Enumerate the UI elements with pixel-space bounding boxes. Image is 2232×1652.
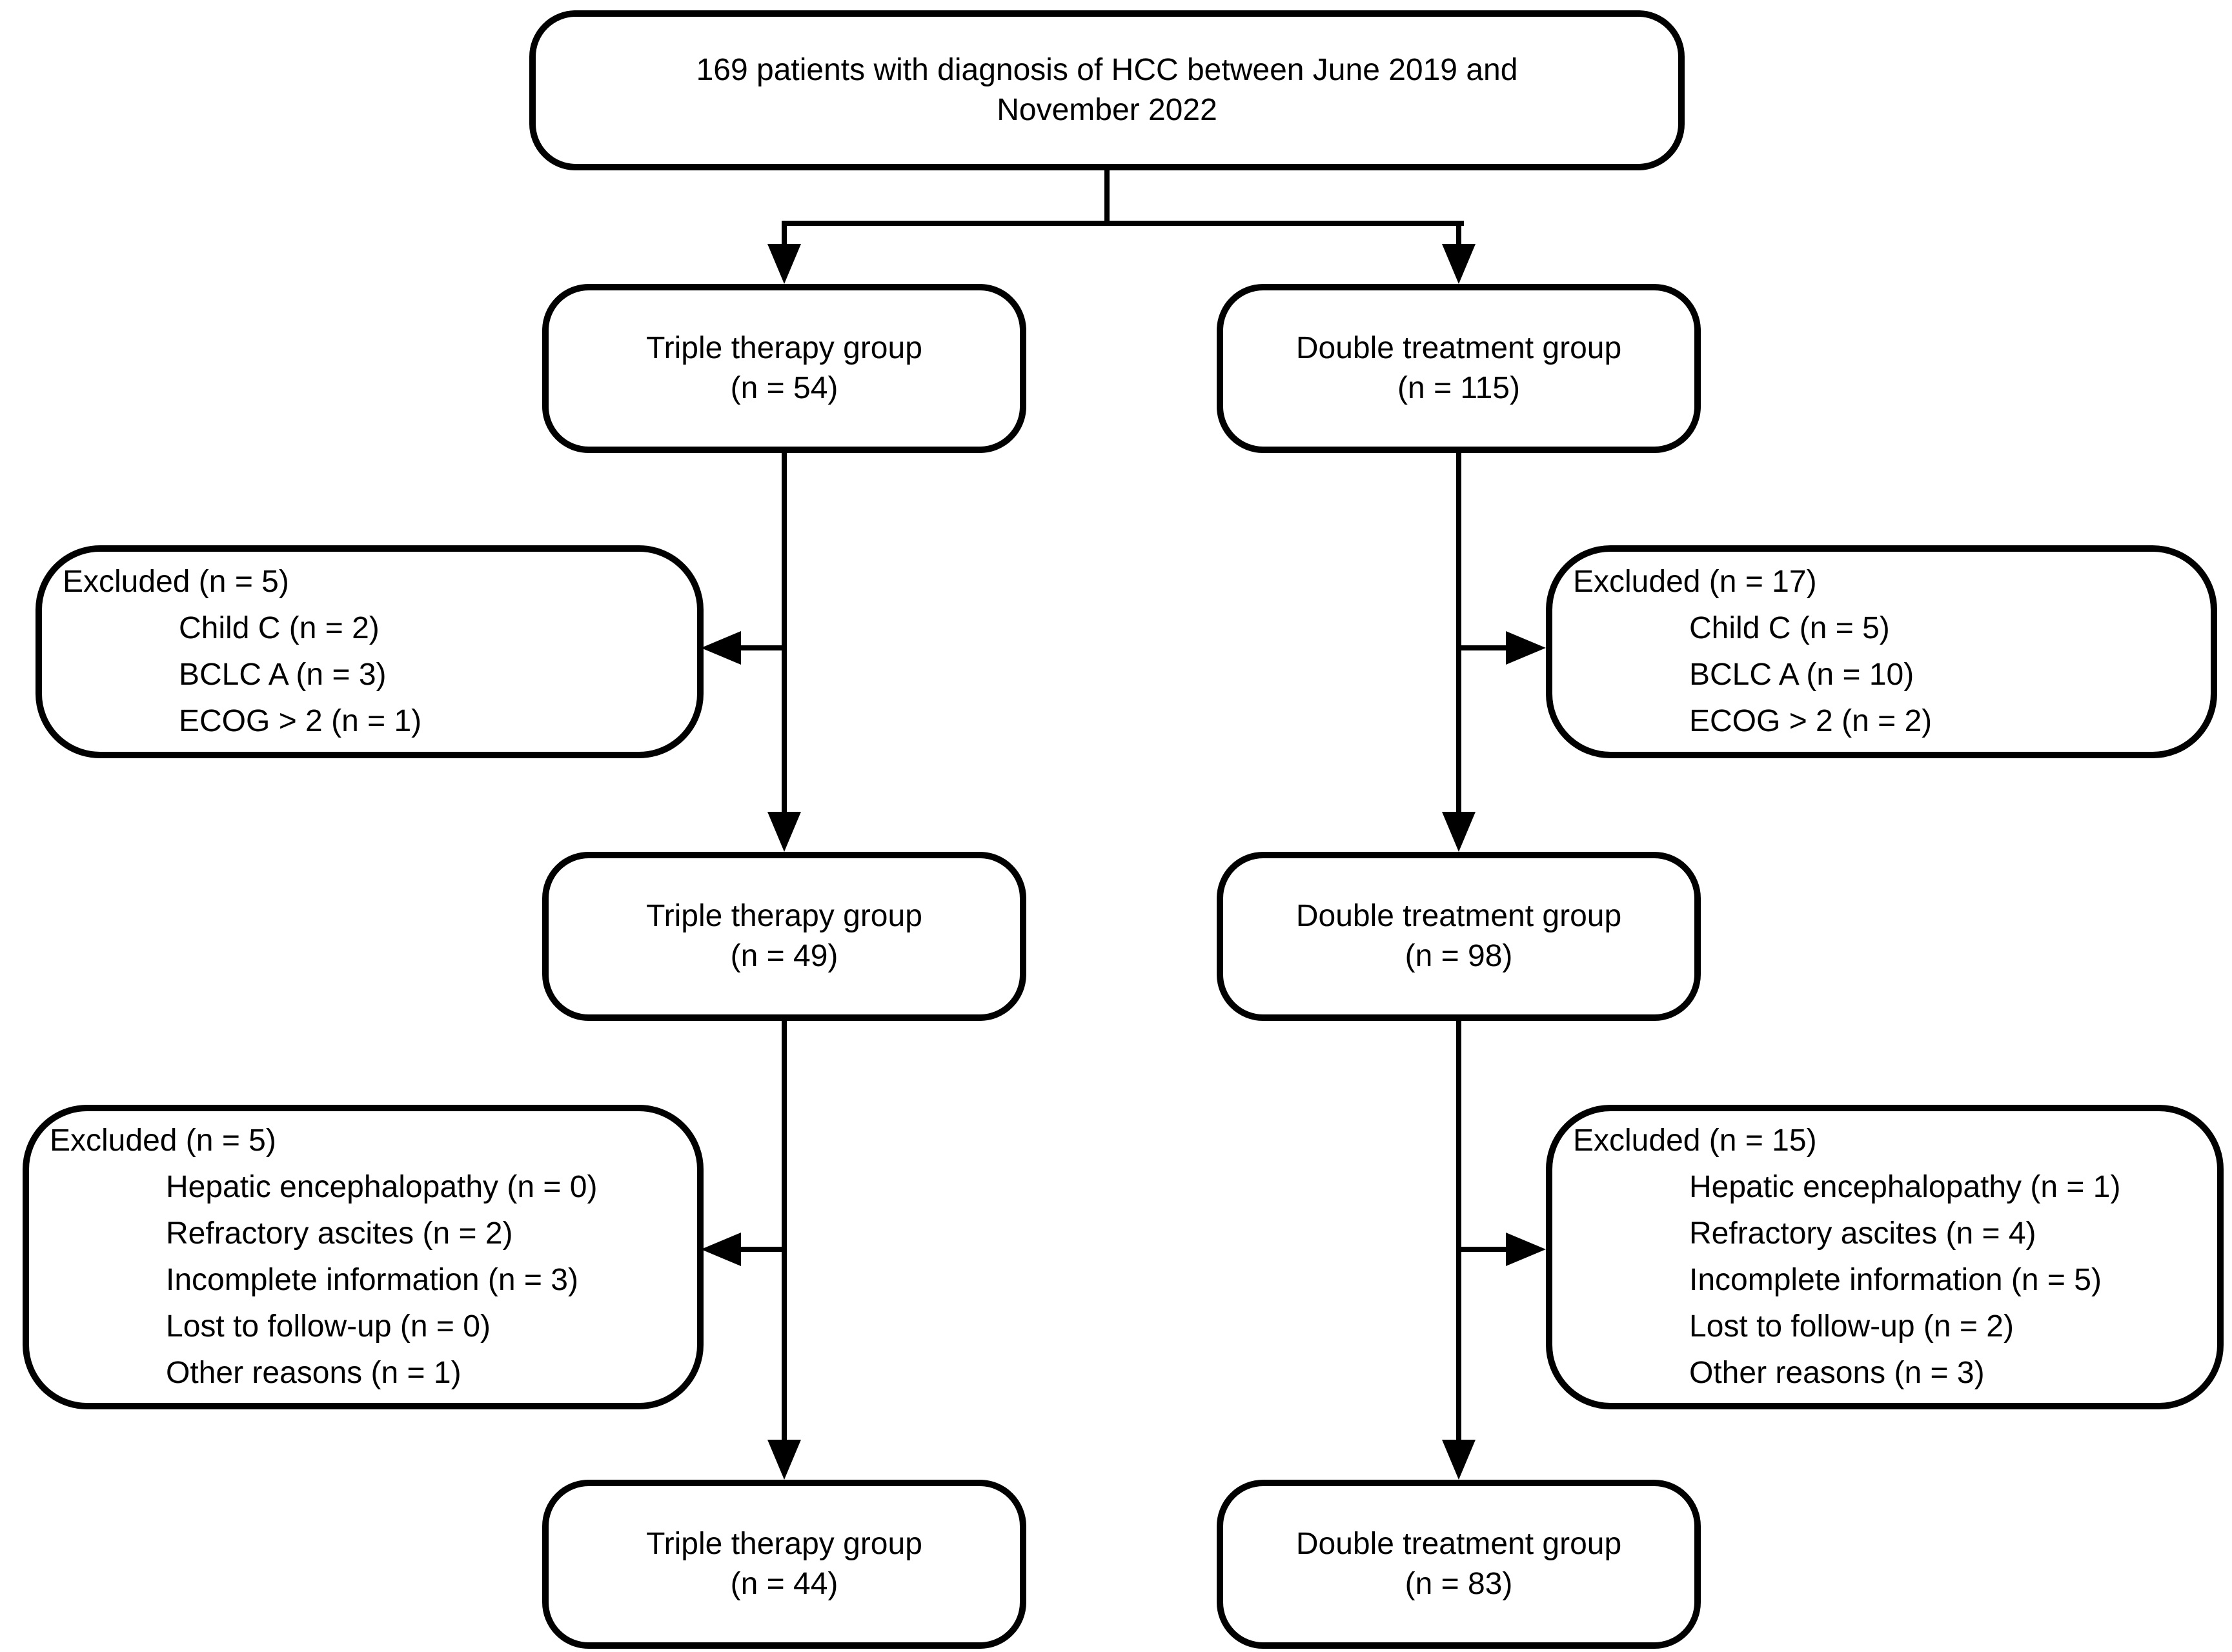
- exclusion-reason: Child C (n = 5): [1689, 611, 1890, 645]
- exclusion-reason: ECOG > 2 (n = 1): [179, 704, 422, 738]
- connector-double-1: [1456, 453, 1461, 813]
- exclusion-reason: Other reasons (n = 3): [1689, 1356, 1985, 1390]
- arrowhead-to-double-excluded-2: [1506, 1233, 1546, 1266]
- triple-excluded-screening-box: Excluded (n = 5) Child C (n = 2) BCLC A …: [36, 545, 704, 758]
- triple-final-count: (n = 44): [730, 1567, 838, 1601]
- triple-after-screening-box: Triple therapy group (n = 49): [542, 852, 1026, 1021]
- triple-after-screening-label: Triple therapy group: [646, 899, 922, 933]
- exclusion-reason: Hepatic encephalopathy (n = 0): [166, 1170, 598, 1204]
- connector-triple-1: [782, 453, 787, 813]
- exclusion-reason: BCLC A (n = 10): [1689, 658, 1914, 692]
- triple-excluded-screening-header: Excluded (n = 5): [63, 565, 289, 599]
- triple-enrolled-count: (n = 54): [730, 371, 838, 405]
- arrowhead-to-double-excluded-1: [1506, 631, 1546, 665]
- enrollment-box: 169 patients with diagnosis of HCC betwe…: [529, 10, 1685, 170]
- branch-triple-excluded-1: [740, 645, 787, 650]
- branch-double-excluded-1: [1459, 645, 1507, 650]
- exclusion-reason: Incomplete information (n = 5): [1689, 1263, 2102, 1297]
- connector-double-2: [1456, 1021, 1461, 1441]
- triple-enrolled-label: Triple therapy group: [646, 331, 922, 365]
- arrowhead-to-triple-excluded-2: [701, 1233, 741, 1266]
- double-excluded-followup-box: Excluded (n = 15) Hepatic encephalopathy…: [1546, 1105, 2224, 1409]
- connector-right-drop: [1456, 221, 1461, 249]
- double-excluded-screening-box: Excluded (n = 17) Child C (n = 5) BCLC A…: [1546, 545, 2217, 758]
- double-enrolled-count: (n = 115): [1397, 371, 1520, 405]
- branch-triple-excluded-2: [740, 1247, 787, 1252]
- exclusion-reason: Lost to follow-up (n = 0): [166, 1309, 491, 1344]
- triple-after-screening-count: (n = 49): [730, 939, 838, 973]
- exclusion-reason: ECOG > 2 (n = 2): [1689, 704, 1933, 738]
- double-after-screening-count: (n = 98): [1405, 939, 1513, 973]
- triple-final-box: Triple therapy group (n = 44): [542, 1480, 1026, 1649]
- double-excluded-followup-header: Excluded (n = 15): [1573, 1123, 1817, 1158]
- arrowhead-to-triple-enrolled: [767, 244, 801, 284]
- connector-left-drop: [782, 221, 787, 249]
- arrowhead-to-triple-final: [767, 1440, 801, 1480]
- exclusion-reason: Child C (n = 2): [179, 611, 380, 645]
- arrowhead-to-triple-excluded-1: [701, 631, 741, 665]
- arrowhead-to-double-after-screening: [1442, 812, 1476, 852]
- double-enrolled-box: Double treatment group (n = 115): [1217, 284, 1701, 453]
- branch-double-excluded-2: [1459, 1247, 1507, 1252]
- connector-triple-2: [782, 1021, 787, 1441]
- arrowhead-to-double-enrolled: [1442, 244, 1476, 284]
- double-final-count: (n = 83): [1405, 1567, 1513, 1601]
- double-final-label: Double treatment group: [1295, 1527, 1622, 1561]
- triple-excluded-followup-box: Excluded (n = 5) Hepatic encephalopathy …: [23, 1105, 704, 1409]
- triple-excluded-followup-header: Excluded (n = 5): [50, 1123, 276, 1158]
- enrollment-text-line2: November 2022: [997, 93, 1217, 127]
- arrowhead-to-double-final: [1442, 1440, 1476, 1480]
- double-excluded-screening-header: Excluded (n = 17): [1573, 565, 1817, 599]
- triple-final-label: Triple therapy group: [646, 1527, 922, 1561]
- exclusion-reason: BCLC A (n = 3): [179, 658, 387, 692]
- exclusion-reason: Incomplete information (n = 3): [166, 1263, 578, 1297]
- enrollment-text-line1: 169 patients with diagnosis of HCC betwe…: [696, 53, 1518, 87]
- exclusion-reason: Lost to follow-up (n = 2): [1689, 1309, 2014, 1344]
- exclusion-reason: Hepatic encephalopathy (n = 1): [1689, 1170, 2121, 1204]
- exclusion-reason: Refractory ascites (n = 2): [166, 1216, 513, 1251]
- double-after-screening-label: Double treatment group: [1295, 899, 1622, 933]
- double-enrolled-label: Double treatment group: [1295, 331, 1622, 365]
- connector-split-line: [782, 221, 1464, 226]
- connector-top-stub: [1104, 170, 1110, 226]
- exclusion-reason: Other reasons (n = 1): [166, 1356, 462, 1390]
- exclusion-reason: Refractory ascites (n = 4): [1689, 1216, 2036, 1251]
- triple-enrolled-box: Triple therapy group (n = 54): [542, 284, 1026, 453]
- double-final-box: Double treatment group (n = 83): [1217, 1480, 1701, 1649]
- double-after-screening-box: Double treatment group (n = 98): [1217, 852, 1701, 1021]
- arrowhead-to-triple-after-screening: [767, 812, 801, 852]
